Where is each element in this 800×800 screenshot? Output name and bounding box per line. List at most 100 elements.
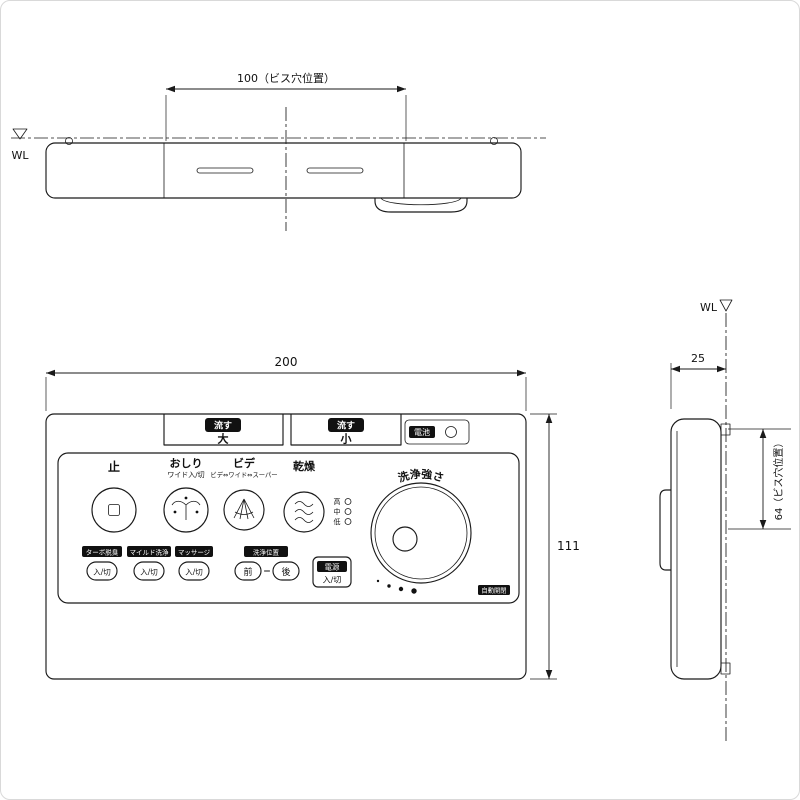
wl-datum-triangle-icon — [12, 128, 28, 140]
dial-knob — [392, 526, 418, 552]
dryer-air-icon — [294, 501, 314, 523]
turbo-button — [86, 561, 118, 581]
position-front-label: 前 — [243, 566, 252, 578]
dim-200-label: 200 — [275, 355, 298, 369]
massage-control: マッサージ 入/切 — [175, 546, 213, 581]
flush-large-badge — [205, 418, 241, 432]
level-high-led — [344, 498, 352, 505]
strength-scale-dot — [398, 586, 404, 592]
battery-box — [404, 419, 470, 445]
strength-label: 洗浄強さ — [396, 467, 445, 485]
top-view: WL 100（ビス穴位置） — [11, 71, 546, 231]
power-control: 電源 入/切 — [312, 556, 352, 588]
remote-faceplate — [45, 413, 527, 680]
oshiri-button-circle — [163, 487, 209, 533]
svg-text:洗浄強さ: 洗浄強さ — [396, 467, 445, 485]
side-view: WL 25 64（ビス穴位置） — [659, 299, 791, 741]
flush-small-badge-label: 流す — [337, 420, 355, 432]
dial-protrusion — [374, 198, 468, 213]
flush-large-size-label: 大 — [218, 432, 229, 446]
level-mid-label: 中 — [334, 507, 341, 516]
massage-badge — [175, 546, 213, 557]
dim-25-label: 25 — [691, 352, 705, 365]
bidet-label: ビデ — [233, 456, 256, 470]
flush-small-button: 流す 小 — [290, 414, 402, 446]
level-mid-led — [344, 508, 352, 515]
flush-large-outline — [163, 414, 284, 446]
dim-64-label: 64（ビス穴位置） — [772, 438, 785, 521]
power-button — [312, 556, 352, 588]
flush-large-button: 流す 大 — [163, 414, 284, 446]
level-low-led — [344, 518, 352, 525]
oshiri-spray-icon — [171, 500, 201, 520]
dial-bump-profile — [659, 489, 671, 571]
stop-button: 止 — [91, 459, 137, 533]
mild-badge — [127, 546, 171, 557]
stop-label: 止 — [108, 459, 120, 474]
position-back-button — [272, 561, 300, 581]
bidet-button-circle — [223, 489, 265, 531]
strength-scale-dot — [411, 588, 417, 594]
strength-dial: 洗浄強さ — [370, 467, 472, 594]
mounting-tab — [720, 423, 731, 436]
flush-large-badge-label: 流す — [214, 420, 232, 432]
position-front-button — [234, 561, 262, 581]
battery-label: 電池 — [414, 427, 430, 437]
battery-badge — [409, 426, 435, 438]
turbo-deodorizer-control: ターボ脱臭 入/切 — [82, 546, 122, 581]
dial-outer-circle — [370, 482, 472, 584]
flush-small-badge — [328, 418, 364, 432]
flush-small-outline — [290, 414, 402, 446]
battery-led — [445, 426, 457, 438]
screw-cap — [65, 137, 73, 145]
dryer-button-circle — [283, 491, 325, 533]
stop-button-circle — [91, 487, 137, 533]
position-back-label: 後 — [281, 566, 290, 578]
oshiri-sub-label: ワイド入/切 — [167, 471, 204, 479]
dryer-label: 乾燥 — [293, 459, 316, 473]
dial-protrusion-inner — [380, 197, 462, 206]
strength-scale-dot — [376, 579, 380, 583]
corner-badge — [478, 585, 510, 595]
oshiri-button: おしり ワイド入/切 — [163, 457, 209, 533]
strength-scale-dot — [387, 584, 391, 588]
massage-button-label: 入/切 — [185, 567, 203, 576]
bidet-spray-icon — [233, 498, 255, 520]
mild-label: マイルド洗浄 — [130, 547, 170, 556]
power-badge — [317, 561, 347, 572]
turbo-label: ターボ脱臭 — [86, 547, 119, 556]
turbo-button-label: 入/切 — [93, 567, 111, 576]
front-view: 200 111 流す 大 流す 小 電池 — [45, 355, 580, 680]
mild-button-label: 入/切 — [140, 567, 158, 576]
position-badge — [244, 546, 288, 557]
level-indicator: 高 中 低 — [334, 497, 352, 526]
dim-100-label: 100（ビス穴位置） — [237, 71, 335, 85]
dim-111-label: 111 — [557, 539, 580, 553]
control-panel — [57, 452, 520, 604]
mild-wash-control: マイルド洗浄 入/切 — [127, 546, 171, 581]
position-label: 洗浄位置 — [253, 547, 280, 556]
battery-indicator: 電池 — [404, 419, 470, 445]
flush-small-slot — [306, 167, 364, 174]
corner-marking: 自動開閉 — [478, 585, 510, 595]
wl-datum-triangle-icon — [719, 299, 733, 312]
remote-body-profile — [45, 142, 522, 199]
flush-large-slot — [196, 167, 254, 174]
flush-small-size-label: 小 — [340, 432, 352, 446]
bidet-button: ビデ ビデ⇔ワイド⇔スーパー — [210, 456, 278, 531]
mild-button — [133, 561, 165, 581]
stop-square-icon — [108, 504, 120, 516]
bidet-sub-label: ビデ⇔ワイド⇔スーパー — [210, 470, 277, 479]
power-button-label: 入/切 — [323, 576, 342, 585]
wash-position-control: 洗浄位置 前 ＝ 後 — [234, 546, 300, 581]
wl-label: WL — [11, 149, 29, 162]
screw-cap — [490, 137, 498, 145]
dial-inner-circle — [374, 486, 468, 580]
oshiri-spray-dot — [184, 496, 188, 500]
dryer-button: 乾燥 — [283, 459, 325, 533]
mounting-tab — [720, 662, 731, 675]
corner-label: 自動開閉 — [481, 586, 506, 595]
turbo-badge — [82, 546, 122, 557]
massage-label: マッサージ — [178, 548, 211, 556]
